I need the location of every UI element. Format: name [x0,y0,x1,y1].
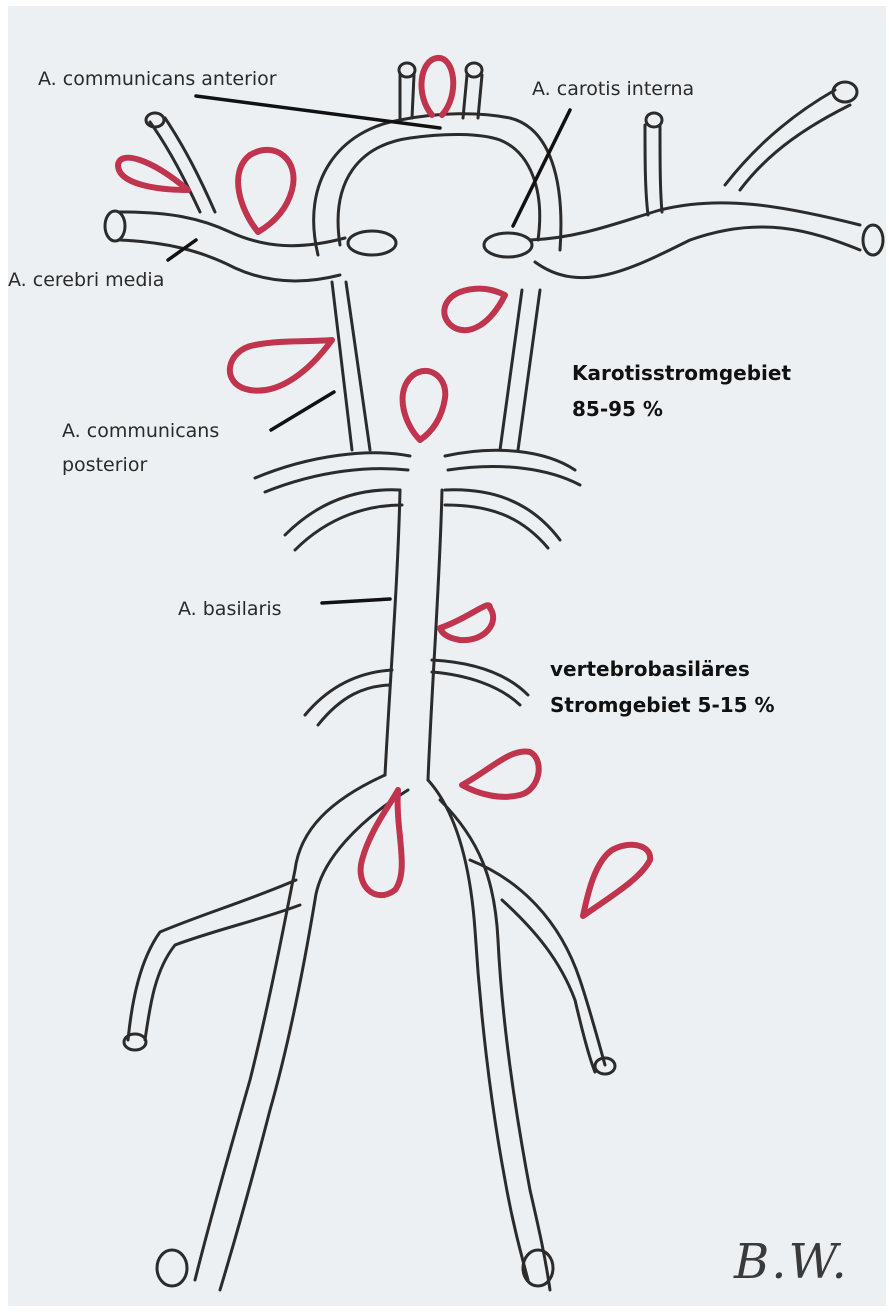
pcom-left [332,282,370,450]
basilar-right-wall [428,490,442,780]
aica-right [432,660,528,705]
mca-right-branch-b [725,90,850,190]
pointer-pcom [271,392,334,430]
pca-right-lower [448,466,580,485]
mca-right-branch-a-end [646,113,662,127]
anterior-arch-inner [338,134,540,245]
vertebral-left-inner [220,790,408,1290]
drawing-sheet: A. communicans anterior A. carotis inter… [8,6,886,1306]
aneurysm-acom [421,58,453,115]
acom-branch-right [463,75,482,118]
pica-left-end [124,1034,146,1050]
vessel-outlines [105,63,883,1290]
aneurysm-pica-right [583,845,650,916]
pca-left-upper [255,453,410,478]
ica-left-stump [348,231,396,255]
aneurysm-vertebral-right [462,752,539,797]
aneurysm-pcom-left [230,340,332,391]
pointer-lines [168,96,570,603]
aneurysm-mca-left-a [118,158,188,190]
circle-of-willis-drawing [8,6,886,1306]
aneurysm-mca-left-b [238,150,293,232]
pointer-basilar [322,599,390,603]
mca-right-lower [535,227,860,278]
acom-branch-left [400,75,414,118]
pcom-right [500,290,540,450]
pica-right [470,860,605,1072]
region-carotid-title: Karotisstromgebiet [572,358,791,388]
region-carotid-percent: 85-95 % [572,394,663,424]
artist-signature: B.W. [734,1234,849,1290]
mca-right-end [863,225,883,255]
aneurysm-sca [440,605,493,640]
acom-branch-left-end [399,63,415,77]
mca-right-branch-b-end [833,82,857,102]
aneurysm-ica-right [444,289,505,331]
label-mca: A. cerebri media [8,267,164,293]
label-pcom-line2: posterior [62,452,147,478]
pointer-acom [196,96,440,128]
aneurysm-vertebral-junction [361,790,402,895]
label-basilar: A. basilaris [178,596,282,622]
mca-right-branch-a [645,125,662,215]
pica-left [128,880,300,1040]
mca-left-branch-end [146,113,164,127]
aica-left [305,670,392,725]
sca-right [445,490,560,548]
label-acom: A. communicans anterior [38,66,277,92]
vertebral-right-end [523,1250,553,1286]
label-pcom-line1: A. communicans [62,418,219,444]
ica-right-stump [484,233,532,257]
region-vb-percent: Stromgebiet 5-15 % [550,690,775,720]
label-ica: A. carotis interna [532,76,694,102]
aneurysm-basilar-tip [403,371,446,440]
region-vb-title: vertebrobasiläres [550,654,750,684]
acom-branch-right-end [466,63,482,77]
mca-left-upper [120,212,345,246]
vertebral-left-end [157,1250,187,1286]
mca-left-branch [150,118,215,212]
mca-left-end [105,211,125,241]
basilar-left-wall [385,490,400,775]
aneurysms [118,58,650,916]
sca-left [285,490,402,550]
